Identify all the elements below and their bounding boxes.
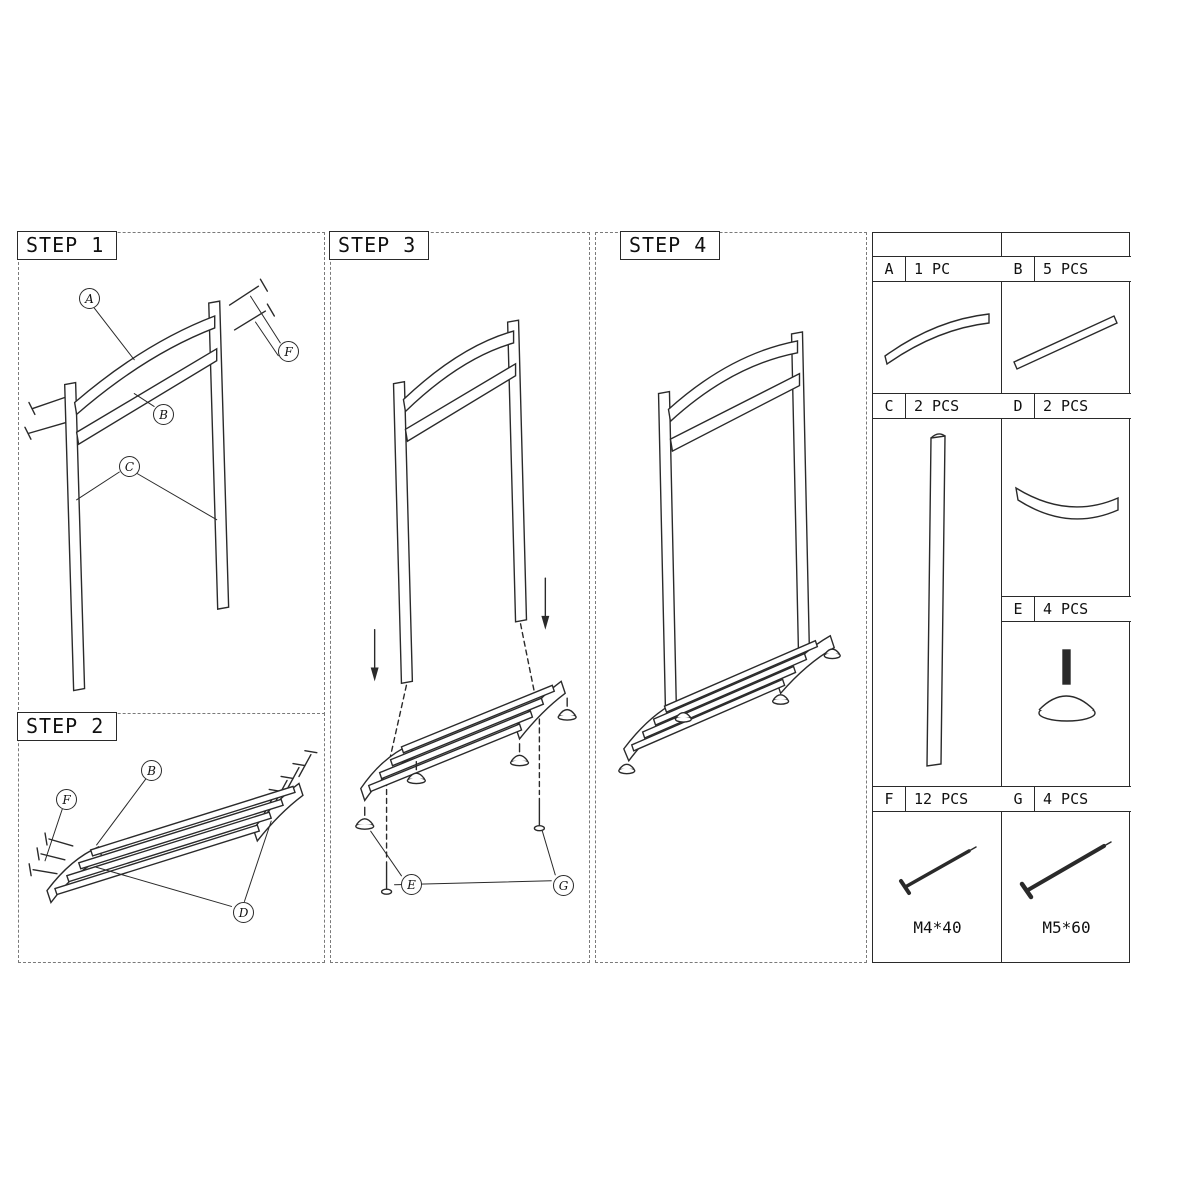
part-f-header: F 12 PCS bbox=[873, 786, 1002, 812]
part-e-letter: E bbox=[1002, 597, 1035, 621]
down-arrow-icons bbox=[370, 577, 550, 682]
part-c-qty: 2 PCS bbox=[914, 397, 960, 415]
part-b-letter: B bbox=[1002, 257, 1035, 281]
callout-c: C bbox=[119, 456, 140, 477]
step3-title: STEP 3 bbox=[329, 231, 430, 260]
part-d-icon bbox=[1015, 486, 1119, 520]
part-g-letter: G bbox=[1002, 787, 1035, 811]
step1-drawing bbox=[24, 278, 281, 692]
part-g-qty: 4 PCS bbox=[1043, 790, 1089, 808]
step3-panel: STEP 3 bbox=[329, 231, 590, 963]
part-e-icon bbox=[1038, 649, 1096, 722]
part-g-size-label: M5*60 bbox=[1042, 918, 1091, 937]
callout-b: B bbox=[153, 404, 174, 425]
post-illustrations bbox=[63, 300, 230, 692]
callout-b: B bbox=[141, 760, 162, 781]
step2-panel: STEP 2 bbox=[17, 712, 325, 963]
frame-assembly bbox=[392, 319, 528, 685]
rail-illustrations bbox=[73, 315, 218, 446]
step4-drawing bbox=[618, 331, 841, 775]
leader-lines bbox=[44, 777, 272, 907]
part-a-header: A 1 PC bbox=[873, 256, 1002, 282]
callout-a: A bbox=[79, 288, 100, 309]
screw-g-icons bbox=[380, 797, 546, 895]
part-d-letter: D bbox=[1002, 394, 1035, 418]
callout-e: E bbox=[401, 874, 422, 895]
part-f-icon bbox=[899, 846, 977, 895]
part-a-icon bbox=[884, 313, 990, 366]
step2-title: STEP 2 bbox=[17, 712, 118, 741]
leader-lines bbox=[370, 830, 556, 886]
part-b-qty: 5 PCS bbox=[1043, 260, 1089, 278]
part-c-icon bbox=[926, 433, 946, 767]
part-b-icon bbox=[1013, 315, 1118, 370]
glide-e-icons bbox=[618, 648, 841, 775]
callout-d: D bbox=[233, 902, 254, 923]
guide-dashed-lines bbox=[385, 623, 541, 859]
part-g-header: G 4 PCS bbox=[1002, 786, 1131, 812]
callout-f: F bbox=[56, 789, 77, 810]
part-e-header: E 4 PCS bbox=[1002, 596, 1131, 622]
part-d-header: D 2 PCS bbox=[1002, 393, 1131, 419]
part-a-qty: 1 PC bbox=[914, 260, 951, 278]
leader-lines bbox=[76, 295, 281, 521]
step1-title: STEP 1 bbox=[17, 231, 118, 260]
step2-drawing bbox=[28, 750, 318, 907]
glide-e-icons bbox=[355, 697, 577, 830]
part-f-size-label: M4*40 bbox=[913, 918, 962, 937]
assembled-base-shelf bbox=[622, 634, 836, 763]
part-f-letter: F bbox=[873, 787, 906, 811]
assembled-frame bbox=[657, 331, 811, 712]
part-c-letter: C bbox=[873, 394, 906, 418]
part-a-letter: A bbox=[873, 257, 906, 281]
base-shelf-assembly bbox=[360, 680, 567, 802]
parts-table: A 1 PC B 5 PCS C 2 PCS D 2 PCS bbox=[872, 232, 1131, 963]
callout-g: G bbox=[553, 875, 574, 896]
part-e-qty: 4 PCS bbox=[1043, 600, 1089, 618]
part-f-qty: 12 PCS bbox=[914, 790, 969, 808]
part-g-icon bbox=[1019, 841, 1112, 900]
step4-title: STEP 4 bbox=[620, 231, 721, 260]
slat-b-illustrations bbox=[54, 785, 296, 896]
step4-panel: STEP 4 bbox=[595, 231, 867, 963]
part-c-header: C 2 PCS bbox=[873, 393, 1002, 419]
step3-drawing bbox=[355, 319, 577, 895]
table-divider bbox=[1001, 233, 1002, 962]
step1-panel: STEP 1 bbox=[17, 231, 325, 715]
screw-f-icons bbox=[24, 278, 276, 440]
part-d-qty: 2 PCS bbox=[1043, 397, 1089, 415]
part-b-header: B 5 PCS bbox=[1002, 256, 1131, 282]
callout-f: F bbox=[278, 341, 299, 362]
